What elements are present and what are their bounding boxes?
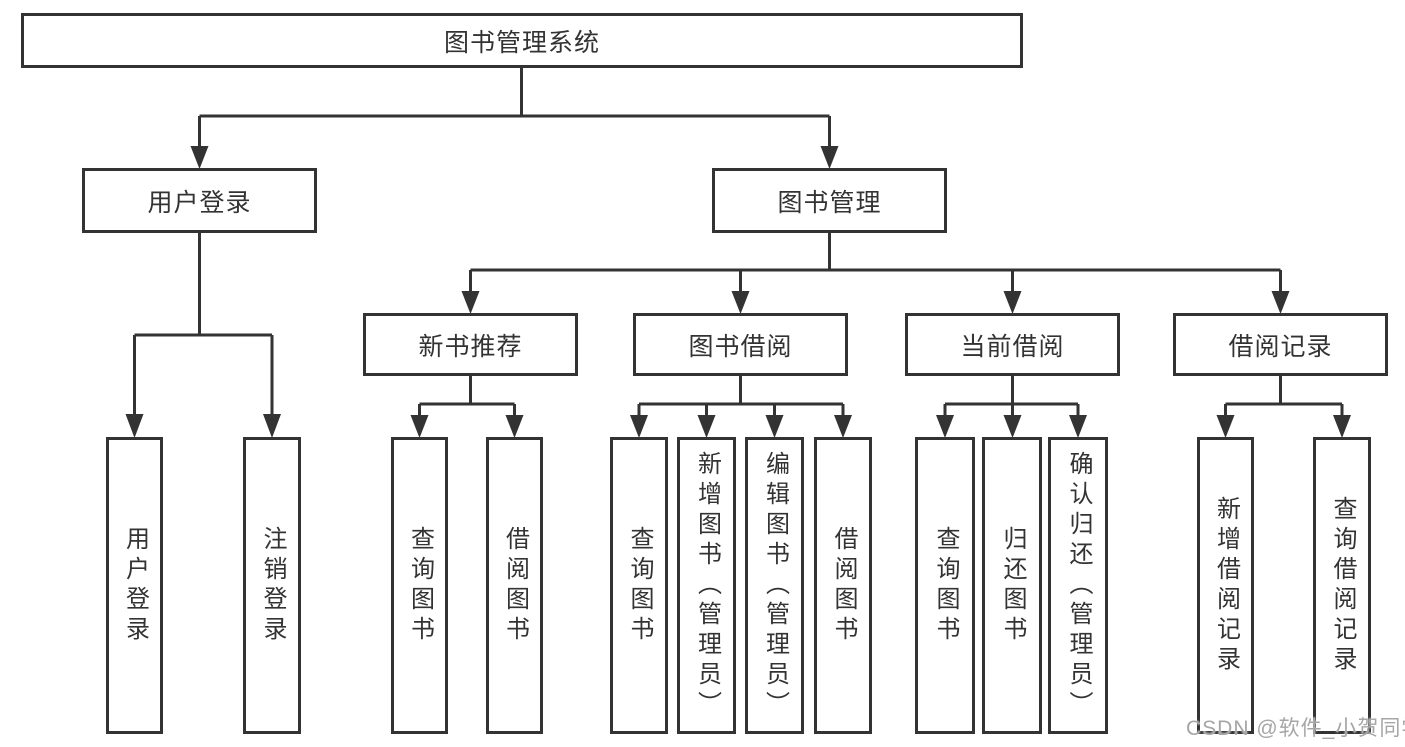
connector-book-mgmt-to-level3 [461, 232, 1290, 314]
leaf-return-book-label: 归还图书 [999, 525, 1026, 646]
leaf-add-book-admin: 新增图书（管理员） [677, 437, 736, 734]
leaf-query-book-2-label: 查询图书 [626, 525, 653, 646]
leaf-confirm-return-admin: 确认归还（管理员） [1048, 437, 1108, 734]
leaf-query-borrow-record: 查询借阅记录 [1313, 437, 1371, 734]
node-library-management-system: 图书管理系统 [21, 13, 1023, 68]
connector-root-to-level2 [190, 66, 839, 169]
leaf-query-book-3-label: 查询图书 [932, 525, 959, 646]
leaf-borrow-book-2: 借阅图书 [814, 437, 872, 734]
leaf-query-book-3: 查询图书 [915, 437, 975, 734]
leaf-query-book-2: 查询图书 [610, 437, 668, 734]
node-book-management: 图书管理 [712, 168, 947, 233]
leaf-add-borrow-record-label: 新增借阅记录 [1212, 495, 1240, 676]
connector-user-login-to-leaves [125, 232, 281, 438]
connector-book-borrow-to-leaves [630, 375, 852, 438]
leaf-borrow-book-2-label: 借阅图书 [830, 525, 857, 646]
leaf-user-login-label: 用户登录 [121, 525, 149, 646]
node-new-book-recommend: 新书推荐 [363, 313, 578, 376]
leaf-logout-label: 注销登录 [259, 525, 286, 646]
leaf-edit-book-admin: 编辑图书（管理员） [745, 437, 804, 734]
leaf-query-book-1: 查询图书 [391, 437, 448, 734]
leaf-edit-book-admin-label: 编辑图书（管理员） [761, 450, 789, 721]
leaf-user-login: 用户登录 [106, 437, 163, 734]
connector-current-borrow-to-leaves [936, 375, 1087, 438]
leaf-query-borrow-record-label: 查询借阅记录 [1329, 495, 1356, 676]
leaf-return-book: 归还图书 [982, 437, 1042, 734]
leaf-query-book-1-label: 查询图书 [406, 525, 434, 646]
connector-borrow-record-to-leaves [1216, 375, 1351, 438]
leaf-borrow-book-1: 借阅图书 [486, 437, 543, 734]
leaf-add-borrow-record: 新增借阅记录 [1197, 437, 1254, 734]
leaf-confirm-return-admin-label: 确认归还（管理员） [1065, 450, 1092, 721]
leaf-logout: 注销登录 [243, 437, 301, 734]
leaf-add-book-admin-label: 新增图书（管理员） [693, 450, 721, 721]
csdn-watermark: CSDN @软件_小贺同学 [1186, 717, 1405, 740]
node-user-login: 用户登录 [82, 168, 317, 233]
node-borrow-record: 借阅记录 [1173, 313, 1388, 376]
node-book-borrow: 图书借阅 [633, 313, 848, 376]
node-current-borrow: 当前借阅 [905, 313, 1120, 376]
connector-new-book-to-leaves [410, 375, 524, 438]
leaf-borrow-book-1-label: 借阅图书 [501, 525, 529, 646]
